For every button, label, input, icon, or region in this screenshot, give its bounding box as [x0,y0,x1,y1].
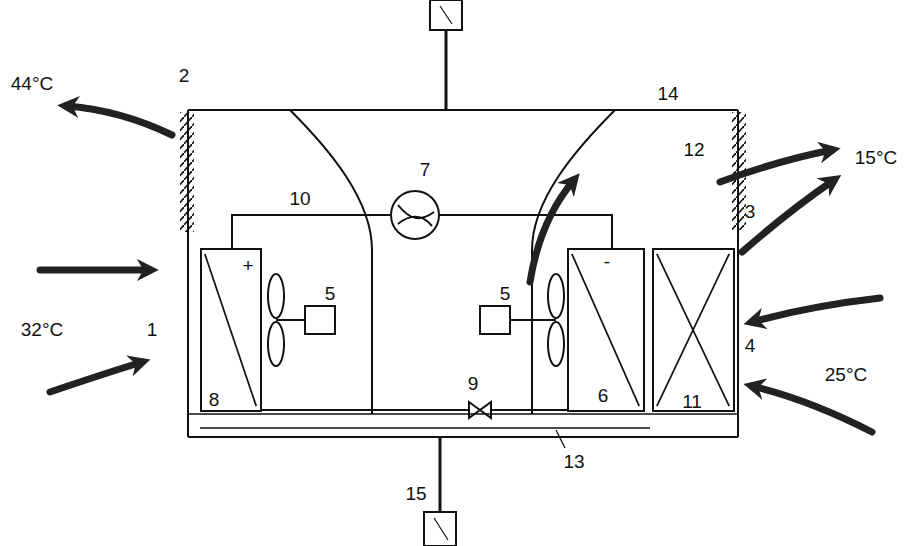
bottom-mount [424,512,456,546]
air-arrow [752,386,872,432]
leader-line [556,430,565,448]
callout-number: 5 [325,284,336,305]
air-arrow [40,267,150,274]
callout-number: 11 [682,392,702,413]
callout-number: 8 [209,390,220,411]
air-arrow [720,150,832,182]
temperature-label: 15°C [855,148,897,169]
compressor-symbol [391,191,439,239]
housing-top [188,109,738,111]
housing-bottom [188,436,738,438]
refrigerant-line [439,215,612,250]
bottom-rod [439,437,442,512]
partition [290,110,372,414]
callout-number: 14 [657,84,678,105]
callout-number: 13 [563,452,584,473]
fan-left [268,274,335,366]
polarity-sign: + [242,256,253,277]
filter-box: 11 [652,248,735,412]
drain-line [200,427,650,429]
callout-number: 3 [745,202,756,223]
fan-right [480,274,564,366]
evaporator-coil: -6 [567,248,645,412]
callout-number: 10 [289,189,310,210]
temperature-label: 44°C [11,74,53,95]
partition [532,110,615,414]
temperature-label: 25°C [825,365,867,386]
air-arrow [66,106,172,135]
top-mount [430,0,462,30]
liquid-line [262,409,469,411]
air-arrow [752,298,880,322]
callout-number: 6 [598,386,609,407]
top-rod [445,30,448,110]
refrigerant-line [232,215,391,248]
air-arrow [742,180,834,252]
callout-number: 7 [420,160,431,181]
louvre-left [180,112,194,232]
air-arrow [50,362,142,392]
callout-number: 2 [179,66,190,87]
coil-diagonal [654,250,733,410]
callout-number: 4 [745,336,756,357]
callout-number: 9 [468,374,479,395]
polarity-sign: - [604,252,610,273]
callout-number: 1 [147,320,158,341]
callout-number: 15 [405,484,426,505]
callout-number: 12 [683,140,704,161]
callout-number: 5 [500,284,511,305]
temperature-label: 32°C [21,320,63,341]
condenser-coil: +8 [200,248,262,412]
expansion-valve [469,402,491,418]
